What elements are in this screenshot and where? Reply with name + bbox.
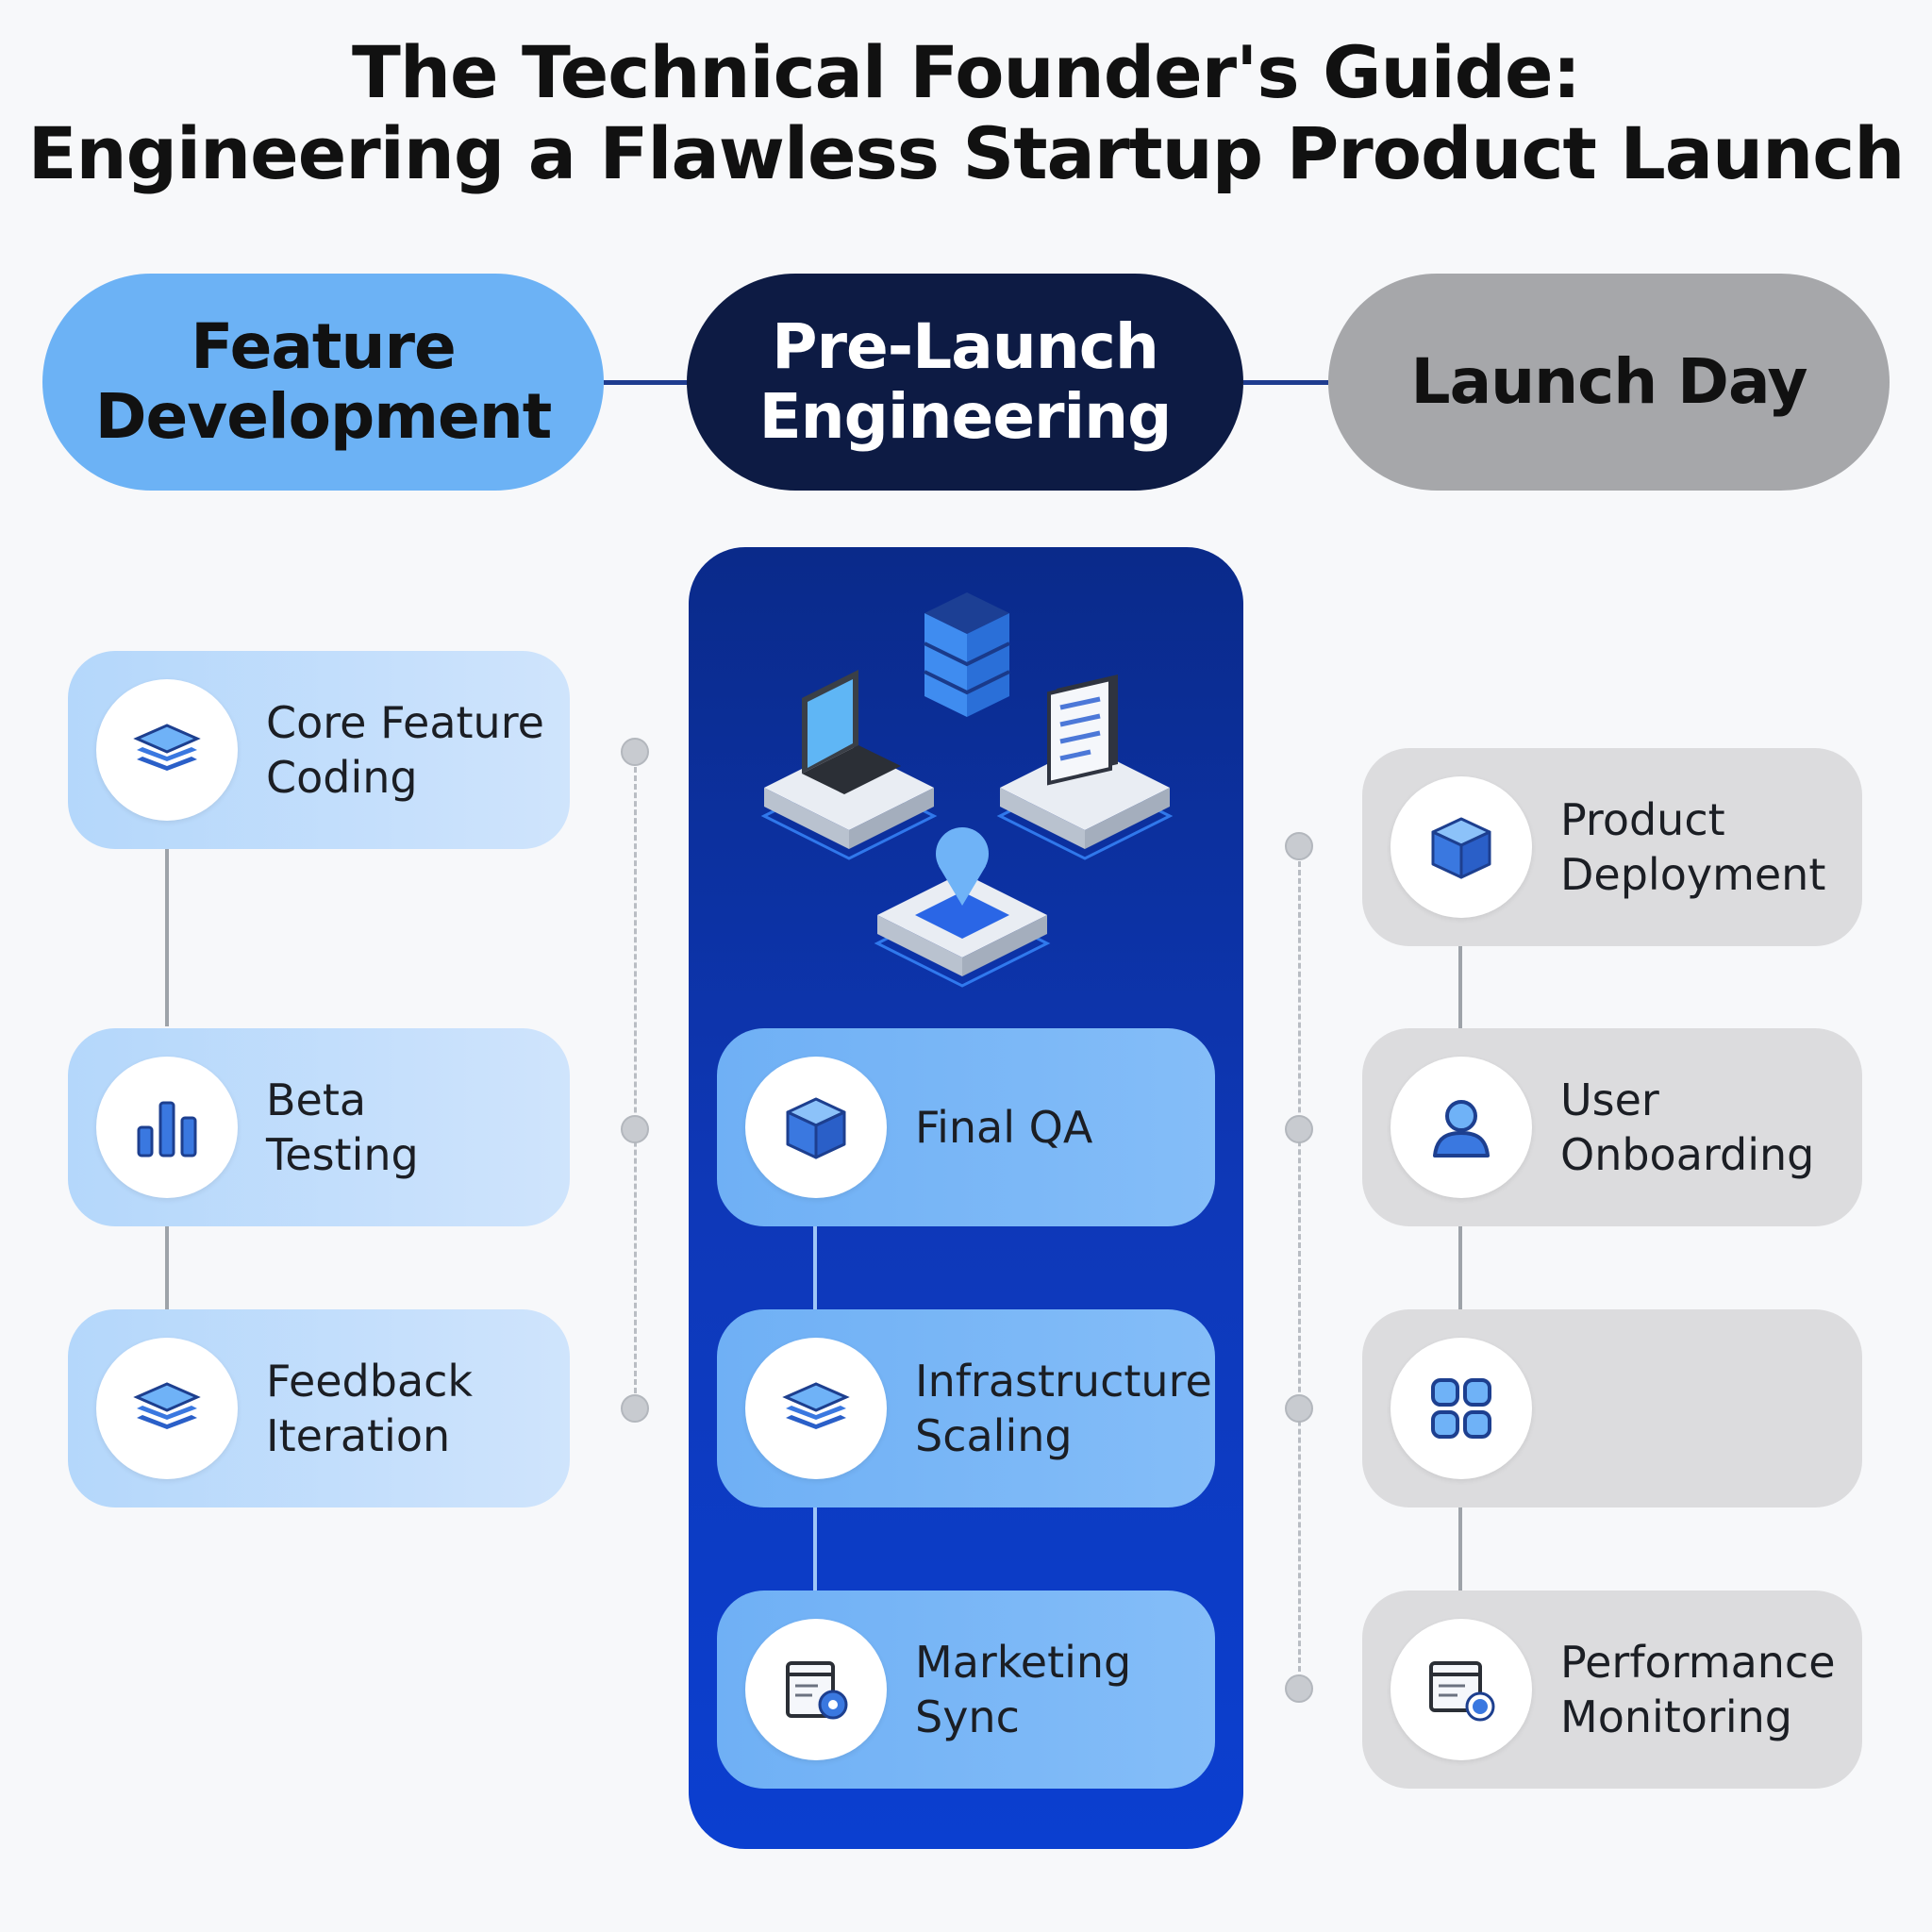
card-label: Sync [915,1691,1020,1742]
cube-icon [745,1057,887,1198]
card-label: Iteration [266,1410,451,1461]
card-label: Core Feature [266,697,544,748]
cube-icon [1391,776,1532,918]
timeline-dot [621,1394,649,1423]
card-user-onboarding[interactable]: User Onboarding [1362,1028,1862,1226]
layers-icon [96,1338,238,1479]
phase-label: Engineering [758,380,1173,453]
phase-launch-day[interactable]: Launch Day [1328,274,1890,491]
card-label: Monitoring [1560,1691,1792,1742]
phase-connector [1243,380,1328,385]
card-infrastructure-scaling[interactable]: Infrastructure Scaling [717,1309,1215,1507]
timeline-dot [621,1115,649,1143]
user-icon [1391,1057,1532,1198]
layers-icon [96,679,238,821]
layers-icon [745,1338,887,1479]
timeline-dot [1285,1674,1313,1703]
connector-line [165,847,169,1026]
card-core-feature-coding[interactable]: Core Feature Coding [68,651,570,849]
dotted-divider [1298,844,1301,1689]
timeline-dot [621,738,649,766]
card-label: User [1560,1074,1659,1125]
card-label: Onboarding [1560,1129,1815,1180]
card-label: Feedback [266,1356,474,1407]
card-label: Product [1560,794,1725,845]
card-feedback-iteration[interactable]: Feedback Iteration [68,1309,570,1507]
isometric-devices-illustration [760,592,1174,988]
phase-label: Pre-Launch [772,310,1159,383]
card-label: Testing [266,1129,419,1180]
connector-line [165,1224,169,1309]
connector-line [1458,1507,1462,1592]
phase-label: Launch Day [1410,345,1808,418]
card-label: Performance [1560,1637,1836,1688]
dotted-divider [634,750,637,1410]
card-label: Coding [266,752,418,803]
card-label: Final QA [915,1102,1093,1153]
window-gear-icon [745,1619,887,1760]
grid-icon [1391,1338,1532,1479]
phase-feature-development[interactable]: Feature Development [42,274,604,491]
card-label: Scaling [915,1410,1073,1461]
connector-line [1458,945,1462,1028]
connector-line [813,1224,817,1311]
bar-chart-icon [96,1057,238,1198]
card-label: Infrastructure [915,1356,1212,1407]
monitor-gauge-icon [1391,1619,1532,1760]
timeline-dot [1285,1115,1313,1143]
card-marketing-sync[interactable]: Marketing Sync [717,1591,1215,1789]
phase-label: Development [94,380,553,453]
card-final-qa[interactable]: Final QA [717,1028,1215,1226]
timeline-dot [1285,832,1313,860]
connector-line [813,1507,817,1592]
card-performance-monitoring[interactable]: Performance Monitoring [1362,1591,1862,1789]
card-label: Marketing [915,1637,1132,1688]
card-product-deployment[interactable]: Product Deployment [1362,748,1862,946]
card-launch-grid[interactable] [1362,1309,1862,1507]
card-label: Beta [266,1074,367,1125]
phase-pre-launch-engineering[interactable]: Pre-Launch Engineering [687,274,1243,491]
phase-connector [604,380,689,385]
connector-line [1458,1224,1462,1311]
title-line-1: The Technical Founder's Guide: [352,30,1581,114]
phase-label: Feature [191,310,457,383]
card-beta-testing[interactable]: Beta Testing [68,1028,570,1226]
timeline-dot [1285,1394,1313,1423]
title-line-2: Engineering a Flawless Startup Product L… [27,111,1906,195]
card-label: Deployment [1560,849,1826,900]
